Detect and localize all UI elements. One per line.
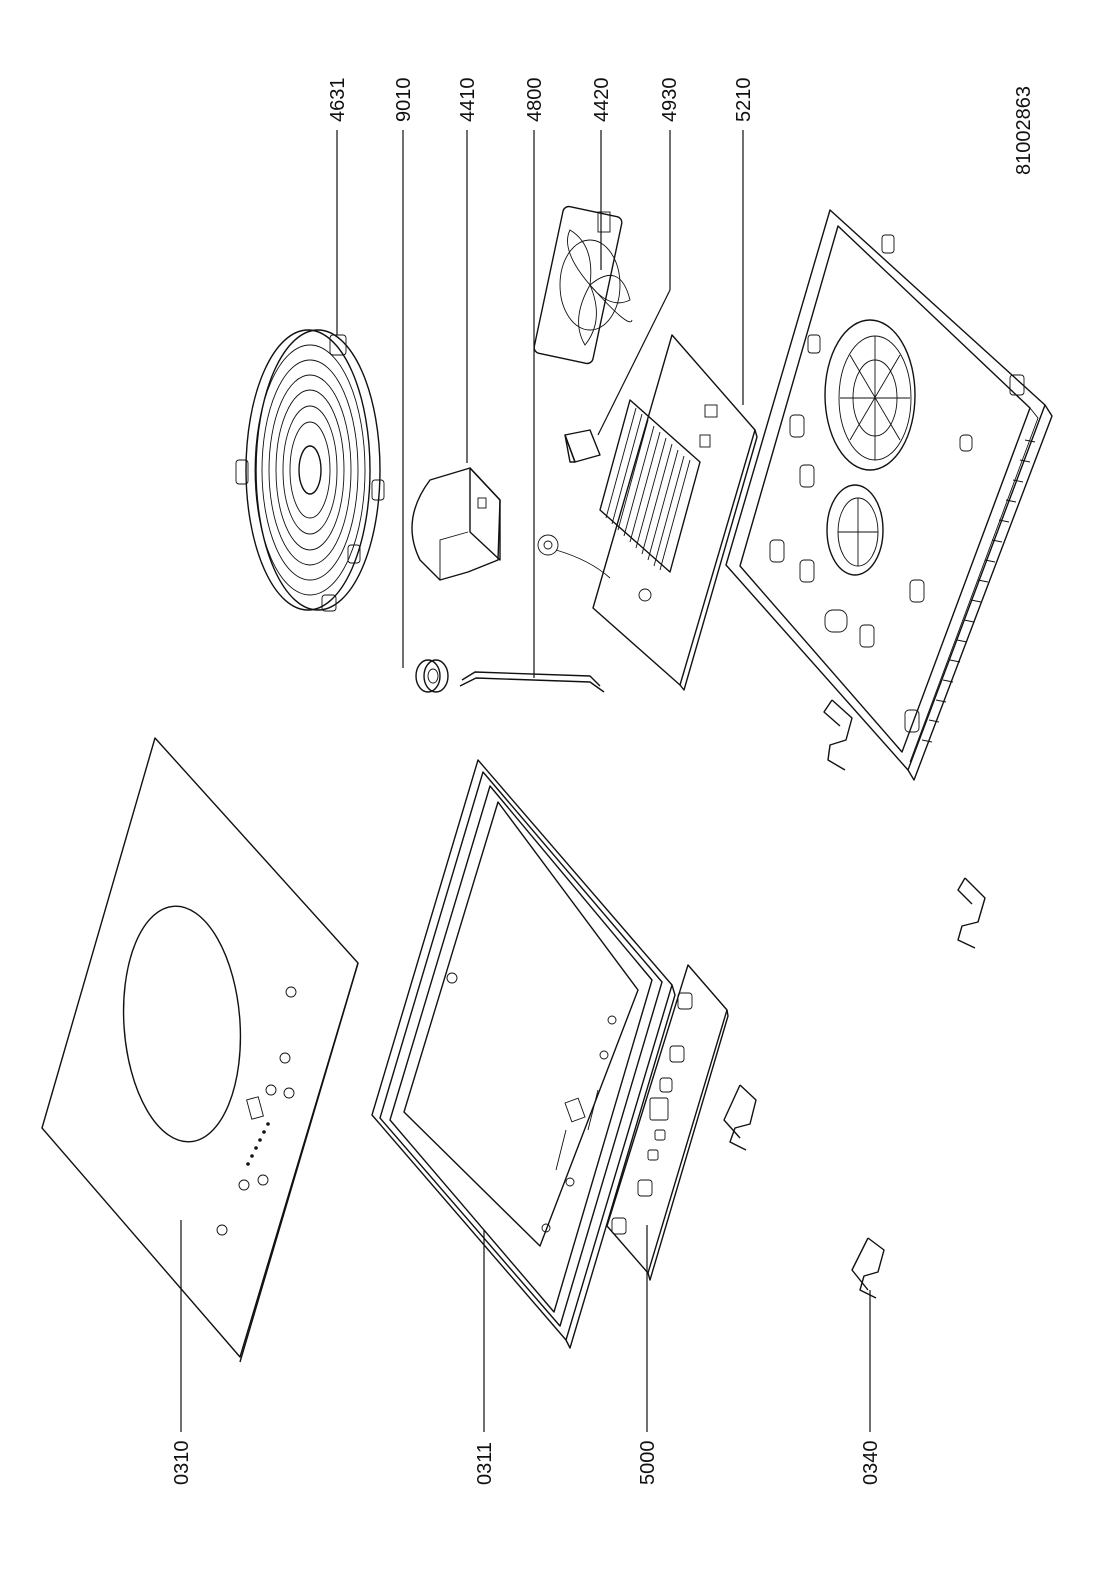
bushing	[415, 659, 449, 693]
label-0340: 0340	[860, 1441, 882, 1486]
label-9010-group: 9010	[393, 78, 415, 668]
label-4410-group: 4410	[457, 78, 479, 463]
hob-frame	[371, 759, 676, 1349]
label-0311: 0311	[474, 1442, 496, 1485]
glass-top-plate	[41, 737, 359, 1363]
label-5210-group: 5210	[733, 78, 755, 405]
label-0310: 0310	[171, 1441, 193, 1486]
induction-coil	[235, 329, 385, 612]
label-4420-group: 4420	[591, 78, 613, 270]
housing-posts	[769, 234, 1025, 733]
label-0310-group: 0310	[171, 1220, 193, 1485]
clip-bracket-0340	[851, 1237, 885, 1299]
power-board	[537, 334, 758, 691]
coil-support-large	[824, 319, 916, 471]
clip-bracket-upper	[823, 699, 853, 771]
heatsink	[599, 399, 701, 573]
label-4930: 4930	[659, 78, 681, 123]
label-4800: 4800	[524, 78, 546, 123]
clip-bracket-middle	[957, 877, 986, 949]
connection-cable	[459, 671, 605, 693]
base-housing	[725, 209, 1053, 781]
label-5210: 5210	[733, 78, 755, 123]
control-board	[606, 964, 729, 1281]
control-symbols	[216, 986, 297, 1236]
label-5000-group: 5000	[637, 1225, 659, 1485]
label-4631: 4631	[327, 78, 349, 123]
coil-support-small	[826, 484, 884, 576]
clip-bracket-board	[723, 1084, 757, 1151]
label-4410: 4410	[457, 78, 479, 123]
label-5000: 5000	[637, 1441, 659, 1486]
label-4930-group: 4930	[597, 78, 681, 436]
cooling-fan	[533, 205, 633, 365]
label-0340-group: 0340	[860, 1290, 882, 1485]
label-9010: 9010	[393, 78, 415, 123]
label-0311-group: 0311	[474, 1230, 496, 1485]
drawing-number: 81002863	[1013, 86, 1035, 175]
vent-grille	[921, 439, 1036, 743]
cooking-zone-marking	[122, 905, 242, 1143]
label-4420: 4420	[591, 78, 613, 123]
label-4800-group: 4800	[524, 78, 546, 678]
label-4631-group: 4631	[327, 78, 349, 335]
sensor-block-4930	[564, 429, 601, 463]
fan-duct	[411, 467, 501, 581]
